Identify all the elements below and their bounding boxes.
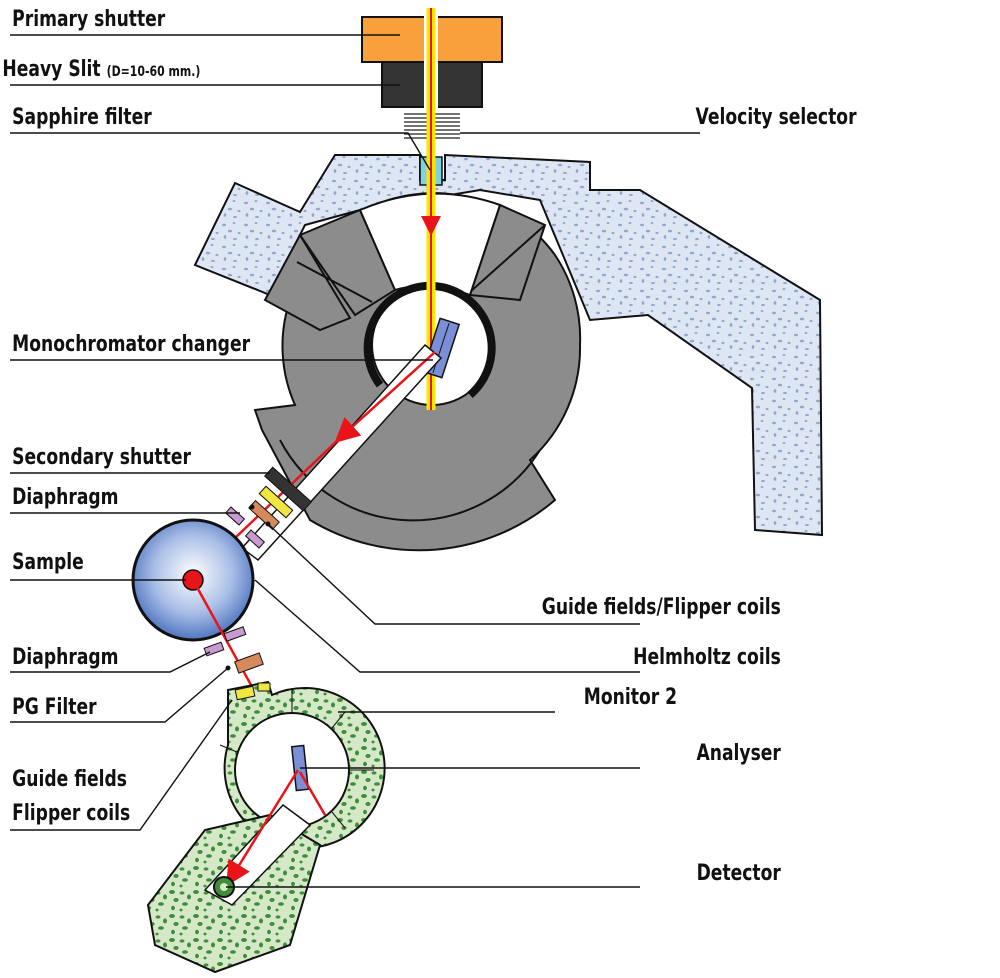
label-monitor-2: Monitor 2 — [584, 684, 677, 710]
label-monochromator-changer: Monochromator changer — [12, 331, 250, 357]
label-secondary-shutter: Secondary shutter — [12, 444, 191, 470]
label-velocity-selector: Velocity selector — [696, 104, 857, 130]
secondary-shutter-block — [263, 466, 313, 512]
monitor-2-block — [234, 685, 256, 701]
monitor-2-holder — [257, 682, 271, 692]
leader-lines — [10, 34, 700, 888]
monitor-1-block — [258, 485, 294, 519]
label-primary-shutter: Primary shutter — [12, 6, 165, 32]
label-detector: Detector — [697, 860, 782, 886]
diaphragm-1-b — [244, 529, 266, 549]
monochromatic-beam — [334, 351, 436, 444]
diaphragm-2-a — [223, 626, 247, 642]
label-analyser: Analyser — [696, 740, 781, 766]
label-heavy-slit: Heavy Slit (D=10-60 mm.) — [2, 56, 200, 82]
label-diaphragm-2: Diaphragm — [12, 644, 118, 670]
flipper-coil-1 — [248, 499, 280, 531]
label-heavy-slit-main: Heavy Slit — [2, 56, 100, 82]
label-guide-fields: Guide fields — [12, 766, 127, 792]
label-sapphire-filter: Sapphire filter — [12, 104, 152, 130]
analysed-beam — [226, 769, 300, 887]
diaphragm-1-a — [224, 506, 246, 526]
label-pg-filter: PG Filter — [12, 694, 97, 720]
label-sample: Sample — [12, 549, 84, 575]
label-helmholtz-coils: Helmholtz coils — [633, 644, 781, 670]
label-heavy-slit-note: (D=10-60 mm.) — [107, 63, 201, 80]
pg-filter-block — [234, 652, 264, 674]
label-guide-fields-flipper-coils: Guide fields/Flipper coils — [542, 594, 781, 620]
label-diaphragm-1: Diaphragm — [12, 484, 118, 510]
concrete-shielding — [193, 153, 824, 537]
label-flipper-coils: Flipper coils — [12, 800, 130, 826]
